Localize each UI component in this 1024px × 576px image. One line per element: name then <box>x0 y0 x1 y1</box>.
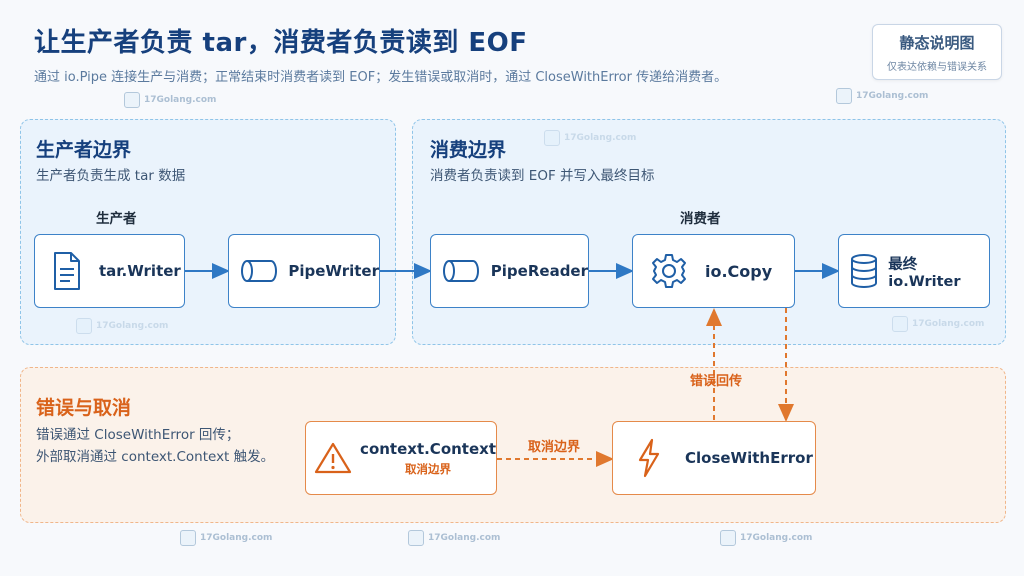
node-sublabel: 取消边界 <box>405 461 452 476</box>
watermark-logo-icon <box>180 530 196 546</box>
node-context: context.Context 取消边界 <box>305 421 497 495</box>
static-diagram-badge: 静态说明图 仅表达依赖与错误关系 <box>872 24 1002 80</box>
node-io-copy: io.Copy <box>632 234 795 308</box>
producer-region-title: 生产者边界 <box>36 139 132 161</box>
pipe-icon <box>431 259 491 283</box>
database-icon <box>839 253 888 289</box>
node-final-writer: 最终 io.Writer <box>838 234 990 308</box>
node-label: PipeReader <box>490 262 588 280</box>
watermark: 17Golang.com <box>836 88 928 104</box>
consumer-region-desc: 消费者负责读到 EOF 并写入最终目标 <box>430 168 655 184</box>
node-pipe-writer: PipeWriter <box>228 234 380 308</box>
cancel-edge-label: 取消边界 <box>528 440 581 455</box>
watermark: 17Golang.com <box>124 92 216 108</box>
gear-icon <box>633 252 705 290</box>
producer-lane-label: 生产者 <box>96 211 137 227</box>
error-region-desc-1: 错误通过 CloseWithError 回传； <box>36 427 240 443</box>
watermark-logo-icon <box>720 530 736 546</box>
badge-title: 静态说明图 <box>899 34 975 52</box>
watermark-logo-icon <box>124 92 140 108</box>
watermark-logo-icon <box>408 530 424 546</box>
node-pipe-reader: PipeReader <box>430 234 589 308</box>
badge-desc: 仅表达依赖与错误关系 <box>887 62 987 73</box>
node-label: 最终 io.Writer <box>888 256 961 290</box>
node-label: PipeWriter <box>288 262 379 280</box>
error-return-label: 错误回传 <box>690 374 743 389</box>
error-region <box>20 367 1006 523</box>
watermark: 17Golang.com <box>180 530 272 546</box>
page-title: 让生产者负责 tar，消费者负责读到 EOF <box>34 28 528 58</box>
node-tar-writer: tar.Writer <box>34 234 185 308</box>
watermark: 17Golang.com <box>720 530 812 546</box>
page-subtitle: 通过 io.Pipe 连接生产与消费；正常结束时消费者读到 EOF；发生错误或取… <box>34 70 728 85</box>
pipe-icon <box>229 259 288 283</box>
error-region-title: 错误与取消 <box>36 397 132 419</box>
producer-region-desc: 生产者负责生成 tar 数据 <box>36 168 186 184</box>
watermark: 17Golang.com <box>408 530 500 546</box>
node-label: CloseWithError <box>685 449 813 467</box>
node-label: context.Context <box>360 439 496 458</box>
watermark-logo-icon <box>836 88 852 104</box>
node-label: io.Copy <box>705 261 773 281</box>
consumer-lane-label: 消费者 <box>680 211 721 227</box>
document-icon <box>35 251 99 291</box>
node-close-with-error: CloseWithError <box>612 421 816 495</box>
node-text: context.Context 取消边界 <box>360 440 496 477</box>
consumer-region-title: 消费边界 <box>430 139 507 161</box>
node-label: tar.Writer <box>99 262 181 280</box>
lightning-icon <box>613 438 685 478</box>
error-region-desc-2: 外部取消通过 context.Context 触发。 <box>36 449 275 465</box>
warning-icon <box>306 441 360 475</box>
